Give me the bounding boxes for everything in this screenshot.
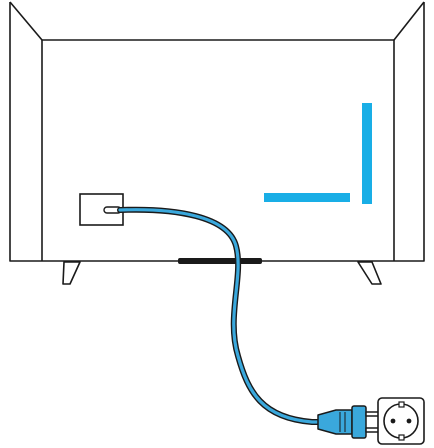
corner-marker [264,103,372,204]
corner-marker-horizontal [264,193,350,202]
power-port-icon [79,193,124,226]
wall-outlet-icon [377,397,425,445]
tv-stand-left [62,261,81,285]
tv-bevel-right [393,1,425,41]
tv-inner-panel [41,39,395,261]
power-cable [117,206,325,425]
tv-bottom-bar [178,258,262,264]
corner-marker-vertical [362,103,372,204]
tv-bevel-left [9,1,43,41]
tv-stand-right [357,261,382,285]
power-plug-icon [317,405,383,439]
